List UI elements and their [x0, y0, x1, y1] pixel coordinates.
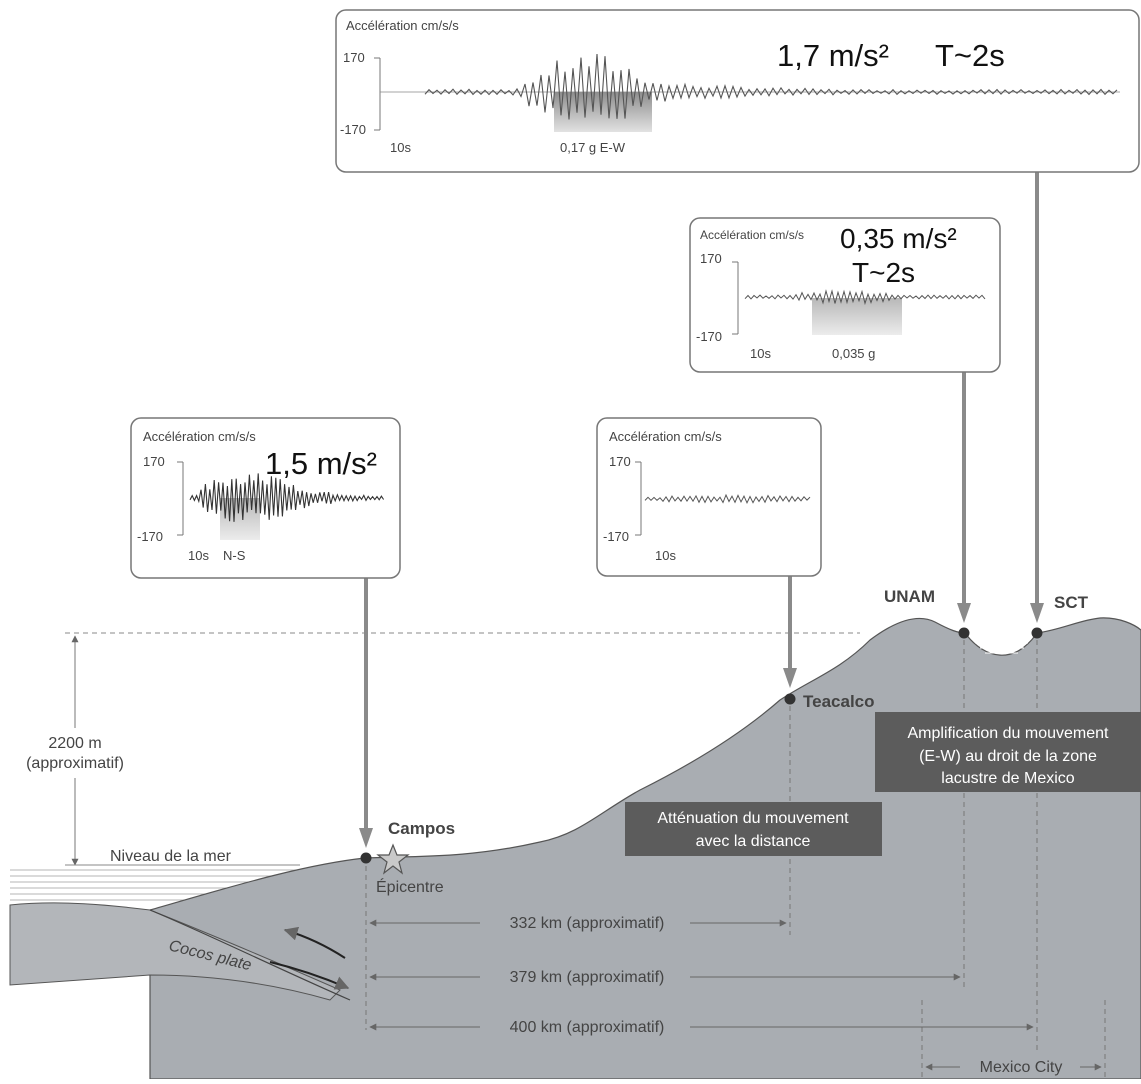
attenuation-line-2: avec la distance [696, 833, 811, 850]
distance-379: 379 km (approximatif) [510, 969, 665, 986]
sct-ymin: -170 [340, 122, 366, 137]
amplification-line-3: lacustre de Mexico [941, 770, 1074, 787]
unam-ymin: -170 [696, 329, 722, 344]
unam-ymax: 170 [700, 251, 722, 266]
lake-lines [972, 637, 1032, 654]
unam-band [812, 298, 902, 335]
sea-level-label: Niveau de la mer [110, 848, 232, 865]
mexico-city-label: Mexico City [980, 1059, 1063, 1076]
sea-lines [10, 869, 300, 901]
teacalco-waveform [644, 493, 811, 504]
sct-ymax: 170 [343, 50, 365, 65]
amplification-line-1: Amplification du mouvement [908, 725, 1110, 742]
sct-time-label: 10s [390, 140, 411, 155]
stations: Campos Épicentre Teacalco UNAM SCT [360, 587, 1089, 896]
dashed-guides [365, 640, 1106, 1079]
teacalco-axis-label: Accélération cm/s/s [609, 429, 722, 444]
attenuation-note: Atténuation du mouvement avec la distanc… [625, 802, 882, 856]
altitude-label-1: 2200 m [48, 735, 101, 752]
unam-station-dot [958, 627, 970, 639]
attenuation-line-1: Atténuation du mouvement [657, 810, 849, 827]
unam-band-label: 0,035 g [832, 346, 875, 361]
teacalco-ymax: 170 [609, 454, 631, 469]
panel-teacalco: Accélération cm/s/s 170 -170 10s [596, 417, 822, 577]
cocos-plate-shape [9, 902, 341, 1001]
epicentre-label: Épicentre [376, 877, 444, 896]
distance-arrows [369, 919, 1102, 1071]
sct-axis-label: Accélération cm/s/s [346, 18, 459, 33]
sct-waveform [424, 53, 1118, 120]
panel-campos: Accélération cm/s/s 170 -170 10s N-S 1,5… [130, 417, 401, 579]
amplification-note: Amplification du mouvement (E-W) au droi… [875, 712, 1141, 792]
altitude-label-2: (approximatif) [26, 755, 124, 772]
unam-accel-annotation: 0,35 m/s² [840, 223, 957, 254]
campos-ymin: -170 [137, 529, 163, 544]
teacalco-ymin: -170 [603, 529, 629, 544]
panel-unam: Accélération cm/s/s 170 -170 10s 0,035 g… [689, 217, 1001, 373]
sct-accel-annotation: 1,7 m/s² [777, 38, 889, 73]
campos-waveform [189, 473, 385, 522]
distance-332: 332 km (approximatif) [510, 915, 665, 932]
sct-band-label: 0,17 g E-W [560, 140, 626, 155]
distance-400: 400 km (approximatif) [510, 1019, 665, 1036]
campos-station-dot [360, 852, 372, 864]
unam-label: UNAM [884, 587, 935, 606]
plate-boundary [149, 909, 351, 1001]
unam-period-annotation: T~2s [852, 257, 915, 288]
sct-period-annotation: T~2s [935, 38, 1005, 73]
teacalco-time-label: 10s [655, 548, 676, 563]
altitude-reference: 2200 m (approximatif) Niveau de la mer [0, 632, 860, 866]
subduction-arrow-lower [269, 961, 350, 990]
sct-label: SCT [1054, 593, 1089, 612]
campos-axis-label: Accélération cm/s/s [143, 429, 256, 444]
teacalco-label: Teacalco [803, 692, 875, 711]
subduction-arrow-upper [283, 926, 346, 959]
panel-arrows [359, 172, 1044, 848]
campos-label: Campos [388, 819, 455, 838]
panel-sct: Accélération cm/s/s 170 -170 10s 0,17 g … [335, 9, 1140, 173]
unam-axis-label: Accélération cm/s/s [700, 228, 804, 242]
campos-band [220, 498, 260, 540]
campos-ymax: 170 [143, 454, 165, 469]
epicentre-star [376, 843, 410, 875]
amplification-line-2: (E-W) au droit de la zone [919, 748, 1097, 765]
campos-band-label: N-S [223, 548, 246, 563]
unam-time-label: 10s [750, 346, 771, 361]
unam-waveform [744, 289, 986, 306]
sct-station-dot [1031, 627, 1043, 639]
campos-accel-annotation: 1,5 m/s² [265, 446, 377, 481]
campos-time-label: 10s [188, 548, 209, 563]
teacalco-station-dot [784, 693, 796, 705]
